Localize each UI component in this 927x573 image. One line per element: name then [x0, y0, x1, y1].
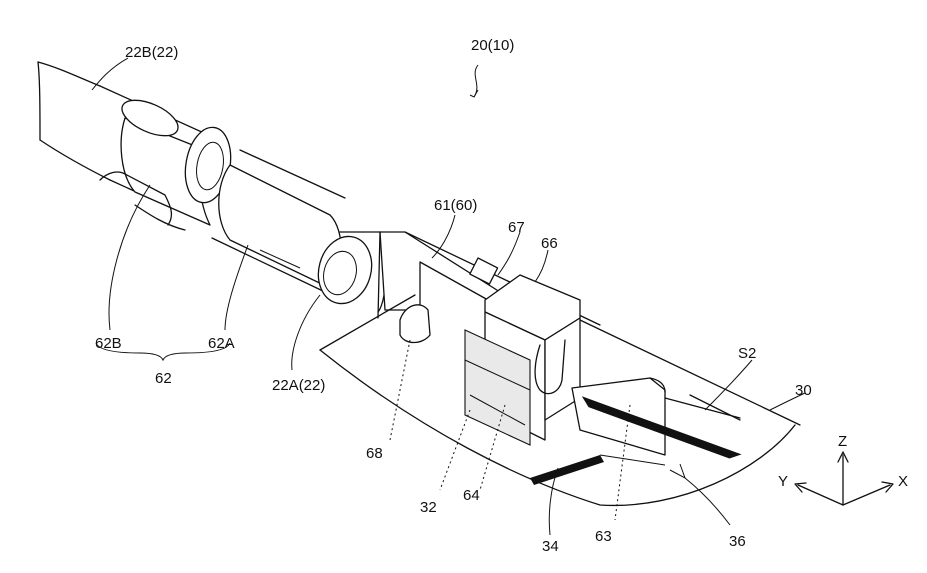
label-30: 30 [795, 382, 812, 399]
axis-y-label: Y [778, 473, 788, 490]
label-22b-22: 22B(22) [125, 44, 178, 61]
connector-housing [465, 275, 580, 445]
label-34: 34 [542, 538, 559, 555]
label-61-60: 61(60) [434, 197, 477, 214]
axis-z-label: Z [838, 433, 847, 450]
label-62b: 62B [95, 335, 122, 352]
label-68: 68 [366, 445, 383, 462]
insulation-barrel-62b [100, 93, 236, 230]
label-leaders [92, 58, 805, 535]
label-s2: S2 [738, 345, 756, 362]
contact-63 [572, 378, 740, 455]
label-62: 62 [155, 370, 172, 387]
label-22a-22: 22A(22) [272, 377, 325, 394]
label-32: 32 [420, 499, 437, 516]
label-64: 64 [463, 487, 480, 504]
label-20-10: 20(10) [471, 37, 514, 54]
label-63: 63 [595, 528, 612, 545]
axis-x-label: X [898, 473, 908, 490]
coordinate-axes [795, 452, 893, 505]
label-67: 67 [508, 219, 525, 236]
label-66: 66 [541, 235, 558, 252]
label-36: 36 [729, 533, 746, 550]
label-62a: 62A [208, 335, 235, 352]
